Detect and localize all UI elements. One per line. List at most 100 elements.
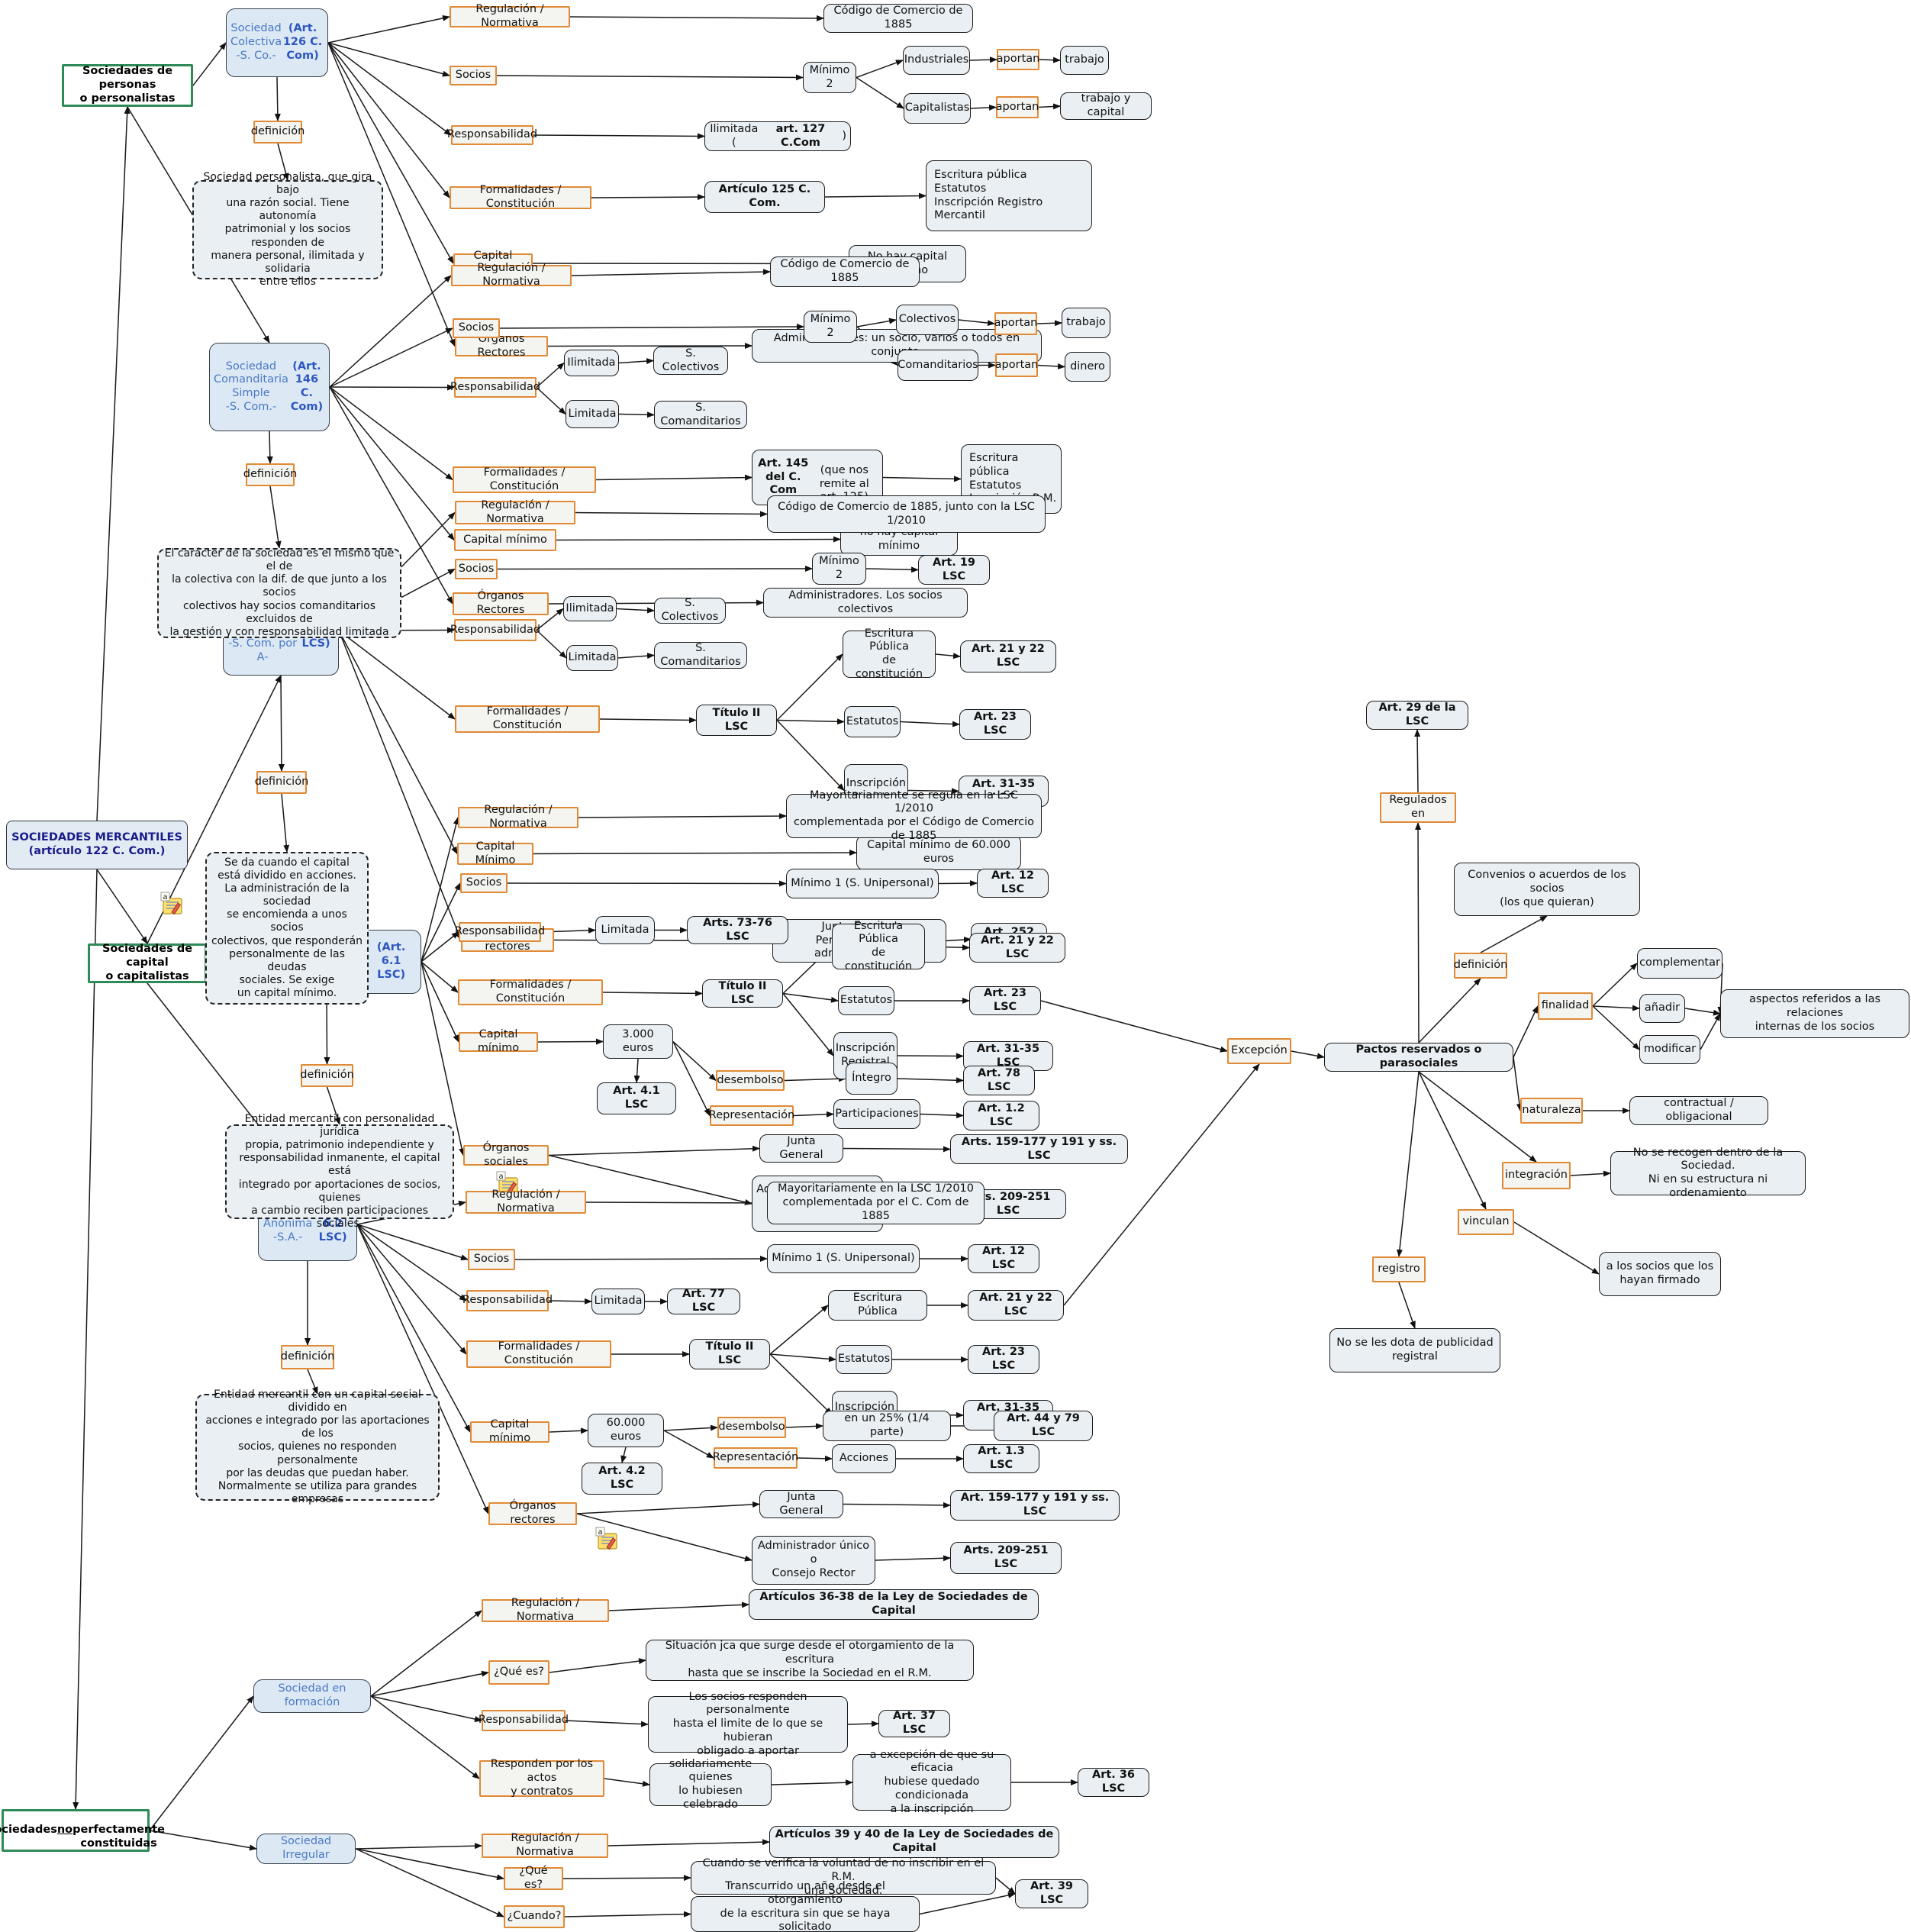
node-a_admin[interactable]: Administradores: un socio, varios o todo… xyxy=(752,329,1042,363)
node-d_estatutos[interactable]: Estatutos xyxy=(838,986,894,1015)
node-f_quees[interactable]: ¿Qué es? xyxy=(488,1660,549,1685)
node-p_aspectos[interactable]: aspectos referidos a las relaciones inte… xyxy=(1720,989,1909,1038)
node-a_socios[interactable]: Socios xyxy=(450,66,497,85)
node-f_reg[interactable]: Regulación / Normativa xyxy=(482,1597,609,1623)
node-def_a[interactable]: Sociedad personalista, que gira bajo una… xyxy=(192,171,383,288)
node-b_capmin[interactable]: Capital mínimo xyxy=(454,529,556,551)
node-e_art23[interactable]: Art. 23 LSC xyxy=(968,1345,1039,1374)
node-i_cuando[interactable]: ¿Cuando? xyxy=(504,1905,565,1928)
node-b_aportan2[interactable]: aportan xyxy=(995,353,1038,377)
node-c_form[interactable]: Formalidades / Constitución xyxy=(455,705,600,733)
node-a_reg[interactable]: Regulación / Normativa xyxy=(450,3,570,29)
node-d_reg[interactable]: Regulación / Normativa xyxy=(458,804,578,830)
node-f_responden[interactable]: Responden por los actos y contratos xyxy=(479,1758,604,1798)
node-e_arts159[interactable]: Art. 159-177 y 191 y ss. LSC xyxy=(950,1490,1120,1521)
node-b_aportan1[interactable]: aportan xyxy=(994,312,1037,335)
node-def_lbl_c[interactable]: definición xyxy=(255,771,308,794)
node-b_scolect[interactable]: S. Colectivos xyxy=(653,347,728,375)
node-d_limitada[interactable]: Limitada xyxy=(595,916,655,944)
node-d_capmin[interactable]: Capital mínimo xyxy=(459,1028,538,1054)
node-e_25[interactable]: en un 25% (1/4 parte) xyxy=(823,1411,951,1441)
node-d_min1[interactable]: Mínimo 1 (S. Unipersonal) xyxy=(786,869,939,898)
node-def_b[interactable]: El carácter de la sociedad es el mismo q… xyxy=(157,547,401,638)
node-e_organos[interactable]: Órganos rectores xyxy=(488,1500,577,1526)
node-b_dinero[interactable]: dinero xyxy=(1065,352,1110,382)
node-e_resp[interactable]: Responsabilidad xyxy=(462,1290,553,1311)
node-i_art3940[interactable]: Artículos 39 y 40 de la Ley de Sociedade… xyxy=(769,1826,1059,1858)
node-noperfectas[interactable]: Sociedades no perfectamente constituidas xyxy=(0,1809,165,1852)
node-a_trabajo[interactable]: trabajo xyxy=(1060,46,1109,75)
node-a_escritura[interactable]: Escritura pública Estatutos Inscripción … xyxy=(926,160,1092,231)
node-c_art23[interactable]: Art. 23 LSC xyxy=(959,709,1031,740)
node-e_limitada[interactable]: Limitada xyxy=(591,1289,645,1314)
node-d_junta[interactable]: Junta General xyxy=(759,1134,843,1163)
node-def_lbl_a[interactable]: definición xyxy=(251,121,305,144)
node-d_integro[interactable]: Íntegro xyxy=(846,1063,897,1095)
node-personas[interactable]: Sociedades de personas o personalistas xyxy=(62,64,193,107)
node-e_art77[interactable]: Art. 77 LSC xyxy=(667,1288,740,1314)
node-c_art2122[interactable]: Art. 21 y 22 LSC xyxy=(960,640,1056,672)
node-d_art23[interactable]: Art. 23 LSC xyxy=(969,986,1041,1015)
node-e_admin[interactable]: Administrador único o Consejo Rector xyxy=(752,1536,875,1585)
annotation-note-icon[interactable]: a xyxy=(160,892,183,916)
node-f_art37[interactable]: Art. 37 LSC xyxy=(878,1710,950,1737)
node-def_lbl_b[interactable]: definición xyxy=(243,463,297,486)
node-p_naturaleza[interactable]: naturaleza xyxy=(1520,1098,1583,1124)
node-capital[interactable]: Sociedades de capital o capitalistas xyxy=(88,943,207,983)
node-a_ilimitada[interactable]: Ilimitada (art. 127 C.Com) xyxy=(704,121,851,151)
node-e_titulo2[interactable]: Título II LSC xyxy=(689,1339,770,1369)
node-a_capitalistas[interactable]: Capitalistas xyxy=(904,93,971,124)
node-p_excepcion[interactable]: Excepción xyxy=(1227,1038,1291,1064)
node-p_registro[interactable]: registro xyxy=(1372,1256,1426,1282)
node-b_socios[interactable]: Socios xyxy=(453,318,500,338)
node-e_arts209[interactable]: Arts. 209-251 LSC xyxy=(950,1542,1062,1574)
node-e_codigo[interactable]: Mayoritariamente en la LSC 1/2010 comple… xyxy=(767,1182,985,1224)
node-mercantiles[interactable]: SOCIEDADES MERCANTILES (artículo 122 C. … xyxy=(6,821,188,869)
node-f_art3638[interactable]: Artículos 36-38 de la Ley de Sociedades … xyxy=(749,1589,1039,1620)
node-e_art4479[interactable]: Art. 44 y 79 LSC xyxy=(994,1411,1093,1441)
node-c_scomand[interactable]: S. Comanditarios xyxy=(654,642,747,669)
node-a_resp[interactable]: Responsabilidad xyxy=(447,125,537,145)
node-c_capmin[interactable]: Capital Mínimo xyxy=(457,840,533,866)
node-e_escritura[interactable]: Escritura Pública xyxy=(828,1290,927,1321)
node-d_3000[interactable]: 3.000 euros xyxy=(603,1024,673,1059)
node-p_modificar[interactable]: modificar xyxy=(1639,1035,1700,1064)
node-d_arts7376[interactable]: Arts. 73-76 LSC xyxy=(687,916,788,944)
node-i_transcurrido[interactable]: Transcurrido un año desde el otorgamient… xyxy=(691,1880,920,1932)
node-f_resp[interactable]: Responsabilidad xyxy=(479,1710,569,1731)
node-a_aportan2[interactable]: aportan xyxy=(996,96,1039,118)
node-e_60000[interactable]: 60.000 euros xyxy=(588,1414,664,1447)
node-d_socios[interactable]: Socios xyxy=(460,873,508,893)
node-b_comanditarios[interactable]: Comanditarios xyxy=(897,350,978,381)
node-e_acciones[interactable]: Acciones xyxy=(832,1444,896,1473)
node-c_resp[interactable]: Responsabilidad xyxy=(450,619,540,641)
node-p_pactos[interactable]: Pactos reservados o parasociales xyxy=(1324,1043,1513,1072)
node-i_verifica[interactable]: Cuando se verifica la voluntad de no ins… xyxy=(691,1857,996,1897)
node-e_socios[interactable]: Socios xyxy=(468,1249,515,1270)
node-e_art2122[interactable]: Art. 21 y 22 LSC xyxy=(968,1290,1064,1321)
node-f_excepcion[interactable]: a excepción de que su eficacia hubiese q… xyxy=(852,1749,1011,1815)
node-p_anadir[interactable]: añadir xyxy=(1639,994,1685,1023)
node-c_art19[interactable]: Art. 19 LSC xyxy=(918,555,990,585)
node-b_reg[interactable]: Regulación / Normativa xyxy=(451,262,572,288)
node-a_aportan1[interactable]: aportan xyxy=(997,49,1039,70)
node-c_socios[interactable]: Socios xyxy=(455,559,498,579)
node-e_art12[interactable]: Art. 12 LSC xyxy=(968,1244,1039,1273)
node-a_codigo[interactable]: Código de Comercio de 1885 xyxy=(823,4,973,33)
node-f_art36[interactable]: Art. 36 LSC xyxy=(1078,1768,1149,1797)
node-a_organos[interactable]: Órganos Rectores xyxy=(455,333,548,359)
node-d_art41[interactable]: Art. 4.1 LSC xyxy=(597,1082,676,1114)
node-e_art13[interactable]: Art. 1.3 LSC xyxy=(963,1444,1039,1473)
node-a_art125[interactable]: Artículo 125 C. Com. xyxy=(704,181,825,213)
node-c_ilimitada[interactable]: Ilimitada xyxy=(563,596,617,621)
node-d_art78[interactable]: Art. 78 LSC xyxy=(963,1066,1035,1095)
node-e_desembolso[interactable]: desembolso xyxy=(717,1417,786,1438)
node-e_min1[interactable]: Mínimo 1 (S. Unipersonal) xyxy=(767,1244,920,1273)
node-p_contractual[interactable]: contractual / obligacional xyxy=(1629,1096,1768,1125)
node-def_srl[interactable]: Entidad mercantil con personalidad juríd… xyxy=(225,1113,454,1230)
node-d_desembolso[interactable]: desembolso xyxy=(716,1070,785,1091)
node-p_vinculan[interactable]: vinculan xyxy=(1458,1209,1514,1235)
node-p_convenios[interactable]: Convenios o acuerdos de los socios (los … xyxy=(1454,863,1640,916)
node-a_min2[interactable]: Mínimo 2 xyxy=(803,62,856,93)
node-comsimple[interactable]: Sociedad Comanditaria Simple -S. Com.- (… xyxy=(209,343,330,431)
